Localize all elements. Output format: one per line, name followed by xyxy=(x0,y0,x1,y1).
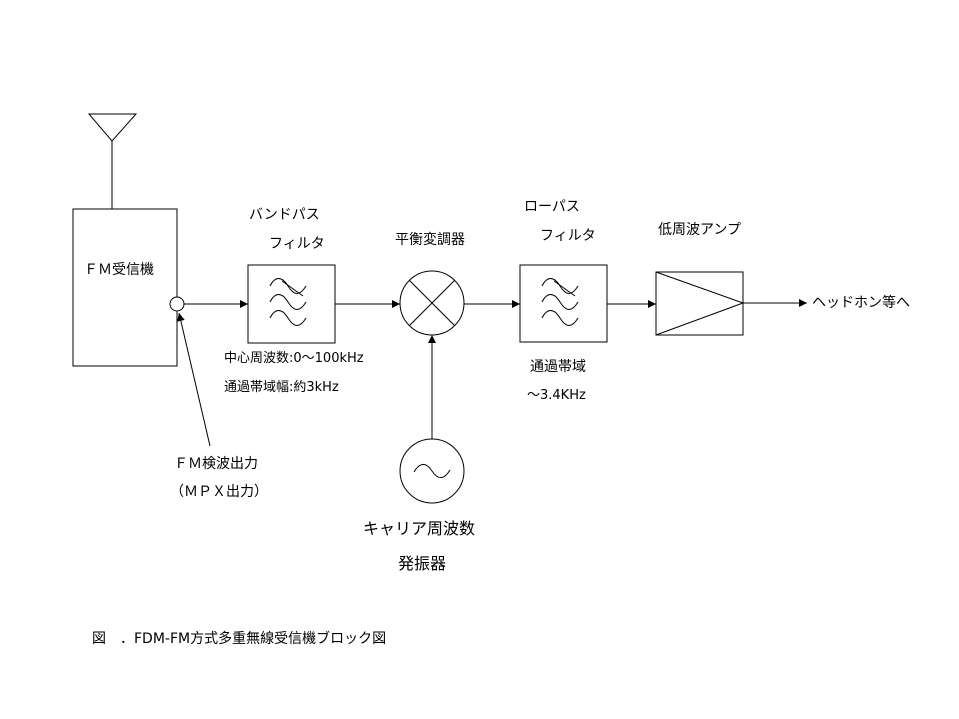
lpf-spec-value: 〜3.4KHz xyxy=(527,388,586,403)
amp-label: 低周波アンプ xyxy=(658,222,742,238)
fm-receiver-block xyxy=(72,208,178,367)
carrier-oscillator-icon xyxy=(399,438,465,504)
antenna-icon xyxy=(87,113,138,209)
lpf-label-line1: ローパス xyxy=(524,199,580,215)
lpf-label-line2: フィルタ xyxy=(540,228,596,244)
lowpass-filter-icon xyxy=(541,278,579,326)
fm-detect-output-line2: （ＭＰＸ出力） xyxy=(170,484,268,500)
bpf-label-line2: フィルタ xyxy=(269,236,325,252)
bandpass-filter-block xyxy=(247,264,336,344)
bpf-spec-center-freq: 中心周波数:0〜100kHz xyxy=(224,351,364,366)
lpf-spec-label: 通過帯域 xyxy=(530,359,586,375)
balanced-modulator-icon xyxy=(399,270,465,336)
oscillator-label-line2: 発振器 xyxy=(398,554,447,573)
output-jack-icon xyxy=(169,296,185,312)
bandpass-filter-icon xyxy=(269,278,307,326)
fm-detect-output-line1: ＦＭ検波出力 xyxy=(174,456,258,472)
bpf-label-line1: バンドパス xyxy=(249,207,320,223)
bpf-spec-bandwidth: 通過帯域幅:約3kHz xyxy=(224,380,339,395)
output-label: ヘッドホン等へ xyxy=(812,295,910,311)
figure-caption: 図 ．FDM-FM方式多重無線受信機ブロック図 xyxy=(92,631,387,647)
mixer-label: 平衡変調器 xyxy=(395,232,465,248)
amplifier-icon xyxy=(655,271,745,336)
receiver-label: ＦＭ受信機 xyxy=(84,262,154,278)
arrow-fm-detect-leader xyxy=(176,312,211,447)
oscillator-label-line1: キャリア周波数 xyxy=(363,519,476,538)
lowpass-filter-block xyxy=(519,264,608,343)
